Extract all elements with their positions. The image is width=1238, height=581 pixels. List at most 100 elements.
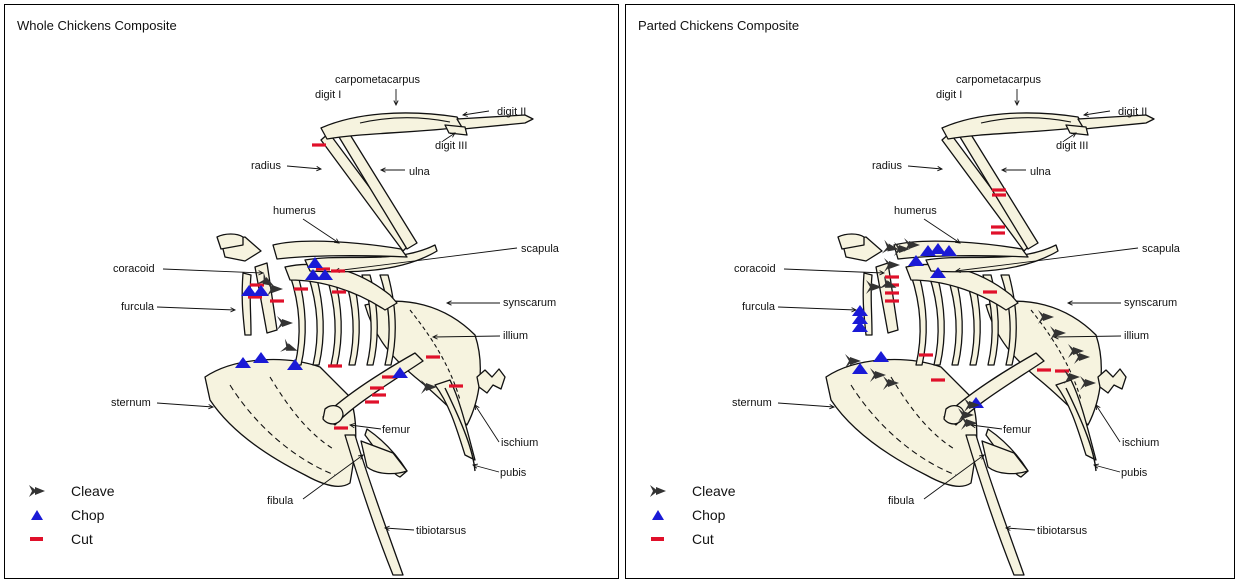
leader-arrow — [475, 405, 499, 442]
cut-mark — [370, 386, 384, 389]
tail-vertebrae — [477, 369, 505, 393]
leader-arrow — [287, 166, 321, 169]
cleave-icon — [23, 481, 51, 501]
cut-mark — [312, 143, 326, 146]
cut-mark — [885, 291, 899, 294]
label-digit-1: digit I — [315, 89, 341, 101]
label-sternum: sternum — [732, 397, 772, 409]
cut-icon — [23, 529, 51, 549]
furcula-bone — [242, 273, 251, 335]
cut-mark — [931, 378, 945, 381]
label-illium: illium — [1124, 330, 1149, 342]
cut-mark — [328, 364, 342, 367]
cut-mark — [365, 400, 379, 403]
label-humerus: humerus — [894, 205, 937, 217]
cut-mark — [270, 299, 284, 302]
cleave-mark — [277, 316, 293, 330]
label-femur: femur — [382, 424, 410, 436]
label-digit-2: digit II — [1118, 106, 1147, 118]
label-furcula: furcula — [121, 301, 155, 313]
chicken-skeleton — [826, 113, 1154, 575]
label-ischium: ischium — [501, 437, 538, 449]
cut-mark — [885, 275, 899, 278]
label-fibula: fibula — [888, 495, 915, 507]
label-coracoid: coracoid — [113, 263, 155, 275]
label-digit-3: digit III — [1056, 140, 1088, 152]
label-coracoid: coracoid — [734, 263, 776, 275]
label-synscarum: synscarum — [503, 297, 556, 309]
leader-arrow — [1094, 465, 1120, 472]
label-pubis: pubis — [1121, 467, 1148, 479]
leader-arrow — [463, 111, 489, 115]
label-ischium: ischium — [1122, 437, 1159, 449]
label-sternum: sternum — [111, 397, 151, 409]
legend: Cleave Chop Cut — [23, 479, 115, 551]
cut-mark — [1037, 368, 1051, 371]
leader-arrow — [1096, 405, 1120, 442]
legend-item-chop: Chop — [23, 503, 115, 527]
leader-arrow — [778, 307, 856, 310]
humerus-bone — [273, 241, 407, 259]
leader-arrow — [163, 269, 263, 273]
rib-bone — [911, 275, 926, 365]
leader-arrow — [1084, 111, 1110, 115]
label-fibula: fibula — [267, 495, 294, 507]
femur-head — [323, 406, 343, 424]
legend-item-chop: Chop — [644, 503, 736, 527]
label-digit-1: digit I — [936, 89, 962, 101]
cut-mark — [919, 353, 933, 356]
whole-chickens-panel: Whole Chickens Composite carpometacarpus… — [4, 4, 619, 579]
cut-mark — [1055, 369, 1069, 372]
label-tibiotarsus: tibiotarsus — [416, 525, 467, 537]
leader-arrow — [924, 219, 960, 243]
label-ulna: ulna — [409, 166, 431, 178]
cut-mark — [426, 355, 440, 358]
digit-3-bone — [1066, 125, 1088, 135]
label-furcula: furcula — [742, 301, 776, 313]
leader-arrow — [1006, 528, 1035, 530]
cut-mark — [992, 188, 1006, 191]
chop-icon — [644, 505, 672, 525]
label-illium: illium — [503, 330, 528, 342]
label-pubis: pubis — [500, 467, 527, 479]
cut-mark — [449, 384, 463, 387]
rib-bone — [308, 275, 323, 365]
femur-head — [944, 406, 964, 424]
carpometacarpus-bone — [942, 113, 1084, 139]
label-digit-2: digit II — [497, 106, 526, 118]
cut-icon — [644, 529, 672, 549]
chicken-skeleton — [205, 113, 533, 575]
cut-mark — [983, 290, 997, 293]
leader-arrow — [473, 465, 499, 472]
label-radius: radius — [251, 160, 281, 172]
leader-arrow — [778, 403, 834, 407]
leader-arrow — [784, 269, 884, 273]
chop-mark — [873, 351, 889, 362]
cut-mark — [294, 287, 308, 290]
label-tibiotarsus: tibiotarsus — [1037, 525, 1088, 537]
legend-item-cut: Cut — [23, 527, 115, 551]
legend-item-cleave: Cleave — [23, 479, 115, 503]
label-scapula: scapula — [1142, 243, 1181, 255]
legend: Cleave Chop Cut — [644, 479, 736, 551]
label-femur: femur — [1003, 424, 1031, 436]
cut-mark — [991, 225, 1005, 228]
label-radius: radius — [872, 160, 902, 172]
label-scapula: scapula — [521, 243, 560, 255]
carpometacarpus-bone — [321, 113, 463, 139]
label-ulna: ulna — [1030, 166, 1052, 178]
label-synscarum: synscarum — [1124, 297, 1177, 309]
chop-mark — [253, 352, 269, 363]
label-carpometacarpus: carpometacarpus — [335, 74, 420, 86]
leader-arrow — [157, 307, 235, 310]
cut-mark — [992, 193, 1006, 196]
leader-arrow — [908, 166, 942, 169]
legend-item-cleave: Cleave — [644, 479, 736, 503]
label-digit-3: digit III — [435, 140, 467, 152]
chop-icon — [23, 505, 51, 525]
parted-chickens-panel: Parted Chickens Composite carpometacarpu… — [625, 4, 1235, 579]
cut-mark — [334, 426, 348, 429]
cleave-icon — [644, 481, 672, 501]
ulna-bone — [339, 133, 417, 249]
cut-mark — [885, 299, 899, 302]
